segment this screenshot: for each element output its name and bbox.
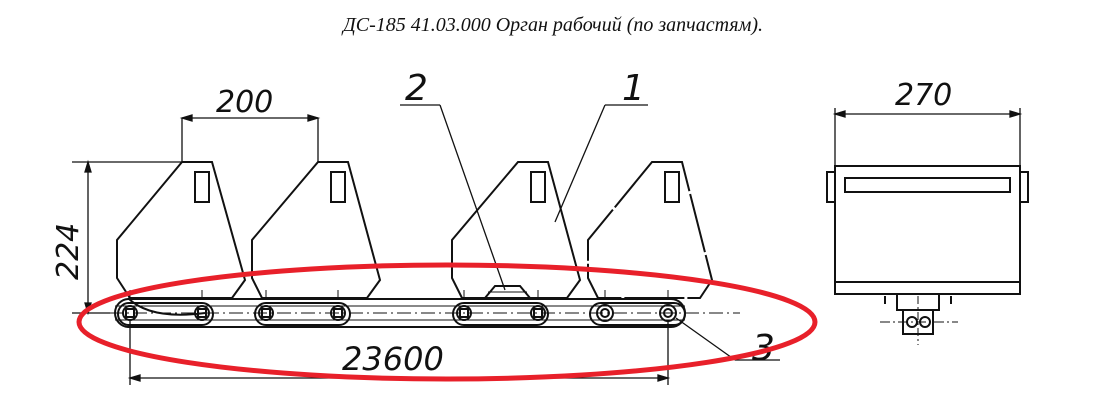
dimension-270 [832, 108, 1023, 166]
bucket [451, 161, 582, 299]
dim-label-270: 270 [895, 78, 952, 113]
dimension-200 [179, 114, 321, 162]
bucket [587, 161, 714, 299]
bucket [116, 161, 247, 316]
callout-1: 1 [622, 68, 645, 109]
bucket [251, 161, 382, 299]
dim-label-200: 200 [216, 85, 273, 120]
chain [85, 290, 740, 328]
drawing-title: ДС-185 41.03.000 Орган рабочий (по запча… [343, 14, 763, 36]
callout-3: 3 [752, 328, 775, 369]
dimension-224 [72, 159, 182, 316]
leader-1 [554, 104, 648, 223]
dim-label-224: 224 [51, 223, 86, 280]
dim-label-23600: 23600 [342, 340, 444, 378]
bucket-end-view [826, 165, 1029, 345]
callout-2: 2 [405, 68, 428, 109]
leader-3 [675, 317, 780, 361]
leader-2 [400, 104, 506, 291]
highlight-ellipse [76, 262, 818, 382]
